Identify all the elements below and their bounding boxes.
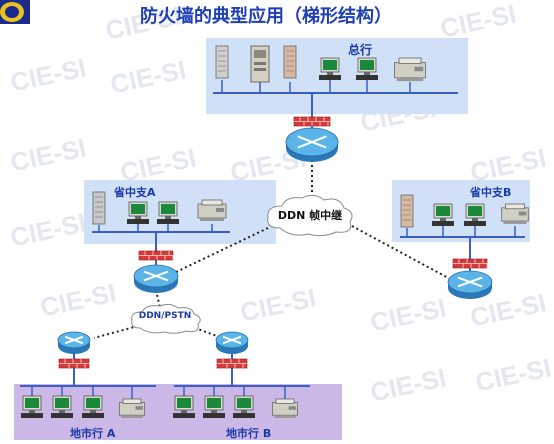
- router-icon: [285, 127, 339, 162]
- ddn-pstn-cloud: [131, 304, 201, 334]
- server-icon: [92, 191, 106, 225]
- logo-icon: [0, 0, 30, 24]
- workstation-icon: [21, 395, 43, 418]
- branch-a-label: 省中支A: [114, 186, 156, 199]
- workstation-icon: [203, 395, 225, 418]
- router-icon: [133, 264, 179, 293]
- hq-label: 总行: [348, 43, 373, 57]
- branch-b-label: 省中支B: [470, 186, 512, 199]
- server-icon: [283, 45, 297, 79]
- workstation-icon: [319, 57, 341, 80]
- printer-icon: [501, 203, 529, 224]
- printer-icon: [394, 57, 426, 82]
- router-icon: [447, 270, 493, 299]
- printer-icon: [271, 398, 299, 418]
- workstation-icon: [82, 395, 104, 418]
- server-icon: [215, 45, 229, 79]
- workstation-icon: [127, 201, 149, 224]
- firewall-icon: [452, 258, 488, 269]
- city-a-label: 地市行 A: [70, 427, 116, 440]
- branch-a-panel: [84, 180, 276, 244]
- router-icon: [57, 331, 91, 354]
- workstation-icon: [356, 57, 378, 80]
- page-title: 防火墙的典型应用（梯形结构）: [140, 6, 392, 27]
- ddn-frame-relay-label: DDN 帧中继: [277, 209, 343, 222]
- server-cabinet-icon: [250, 45, 270, 83]
- firewall-icon: [293, 116, 331, 127]
- printer-icon: [118, 398, 146, 418]
- firewall-icon: [138, 250, 174, 261]
- workstation-icon: [51, 395, 73, 418]
- ddn-pstn-label: DDN/PSTN: [138, 311, 192, 321]
- firewall-icon: [216, 358, 248, 369]
- workstation-icon: [464, 203, 486, 226]
- workstation-icon: [157, 201, 179, 224]
- workstation-icon: [233, 395, 255, 418]
- workstation-icon: [173, 395, 195, 418]
- city-b-label: 地市行 B: [226, 427, 272, 440]
- printer-icon: [197, 199, 227, 221]
- workstation-icon: [432, 203, 454, 226]
- router-icon: [215, 331, 249, 354]
- server-icon: [400, 194, 414, 228]
- ddn-frame-relay-cloud: [267, 194, 353, 237]
- firewall-icon: [58, 358, 90, 369]
